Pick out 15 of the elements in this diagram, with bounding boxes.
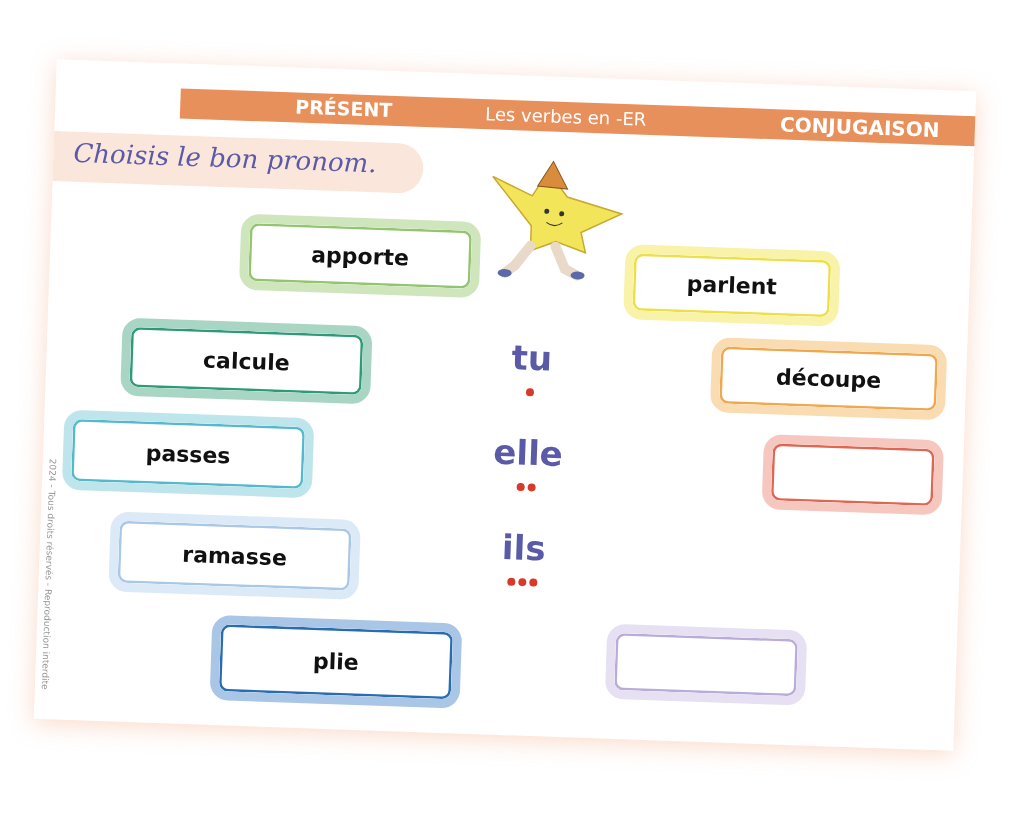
pronoun: ils <box>501 527 547 569</box>
word-card: calcule <box>120 317 373 405</box>
word-card: passes <box>61 409 315 499</box>
word-card: découpe <box>709 337 948 421</box>
header-text: PRÉSENT <box>294 95 393 121</box>
pronoun: tu <box>510 337 553 379</box>
empty-word-card <box>761 434 945 516</box>
word-card: parlent <box>623 244 841 327</box>
word-card: apporte <box>238 213 482 298</box>
header-text: Les verbes en -ER <box>484 103 647 130</box>
header-text: CONJUGAISON <box>779 112 940 142</box>
word-card: plie <box>209 614 463 709</box>
copyright-note: 2024 - Tous droits réservés - Reproduction interdite <box>38 457 59 692</box>
pronoun: elle <box>492 431 564 475</box>
word-card: ramasse <box>108 511 361 600</box>
